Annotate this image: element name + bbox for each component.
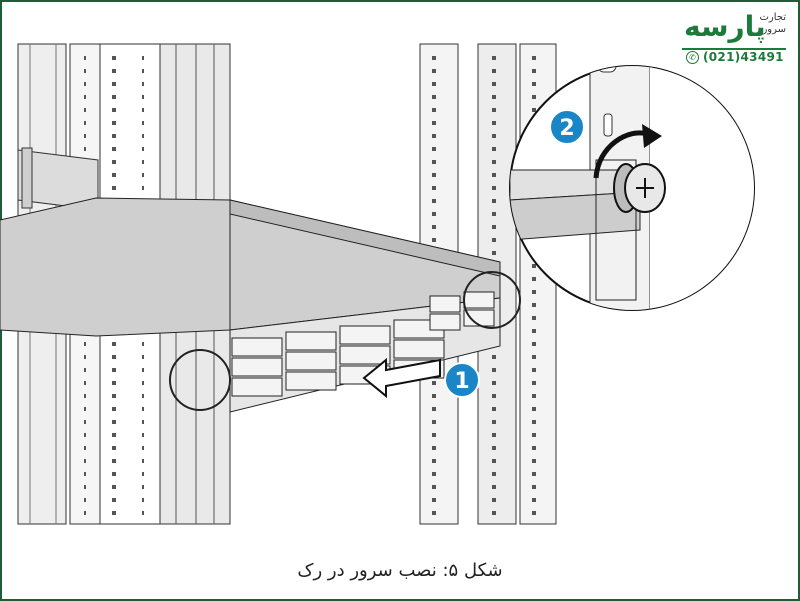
step-number-1: 1 [454,369,469,394]
brand-rule [682,48,786,50]
left-latch-highlight [169,349,231,411]
push-arrow [362,357,441,399]
figure-caption: شکل ۵: نصب سرور در رک [297,560,503,581]
right-latch-highlight [463,271,521,329]
contact-phone: ✆ (021)43491 [686,49,790,65]
phone-icon: ✆ [686,50,699,64]
mounting-rail [17,147,99,211]
step-badge-2: 2 [549,109,585,145]
server-chassis [0,197,501,413]
rotate-arrow-icon [593,130,649,179]
step-number-2: 2 [559,116,574,141]
brand-tagline-line-2: سرور [762,24,786,35]
brand-logo: پارسه تجارت سرور [680,8,788,64]
step-badge-1: 1 [444,362,480,398]
brand-name: پارسه [684,10,766,43]
thumbscrew-icon [613,163,666,213]
rack-installation-diagram: 1 2 [0,43,755,525]
brand-tagline-line-1: تجارت [759,12,786,23]
phone-number: (021)43491 [703,50,784,64]
brand-tagline: تجارت سرور [759,12,786,36]
